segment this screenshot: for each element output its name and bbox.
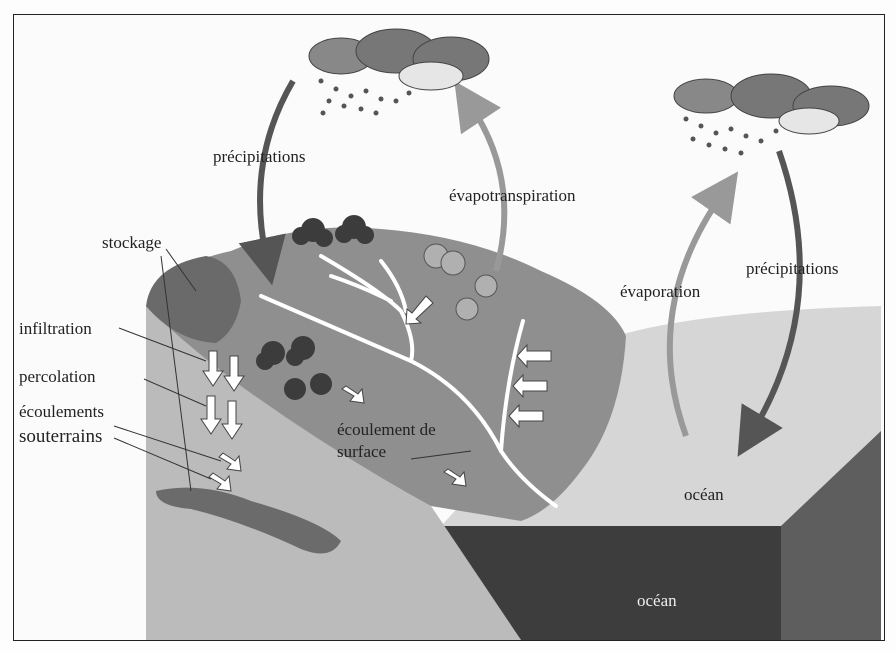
cloud-right: [674, 74, 869, 156]
label-precipitations-right: précipitations: [746, 260, 839, 277]
label-ocean-surface: océan: [684, 486, 724, 503]
label-ecoulement-de: écoulement de: [337, 421, 436, 438]
label-surface: surface: [337, 443, 386, 460]
label-souterrains: souterrains: [19, 427, 102, 446]
label-ocean-depth: océan: [637, 592, 677, 609]
label-infiltration: infiltration: [19, 320, 92, 337]
diagram-frame: précipitations évapotranspiration stocka…: [13, 14, 885, 641]
label-percolation: percolation: [19, 368, 95, 385]
label-ecoulements: écoulements: [19, 403, 104, 420]
label-stockage: stockage: [102, 234, 161, 251]
label-evaporation: évaporation: [620, 283, 700, 300]
water-cycle-illustration: [14, 15, 884, 640]
cloud-left: [309, 29, 489, 116]
precipitation-arrow-left: [260, 81, 293, 256]
label-evapotranspiration: évapotranspiration: [449, 187, 576, 204]
label-precipitations-left: précipitations: [213, 148, 306, 165]
